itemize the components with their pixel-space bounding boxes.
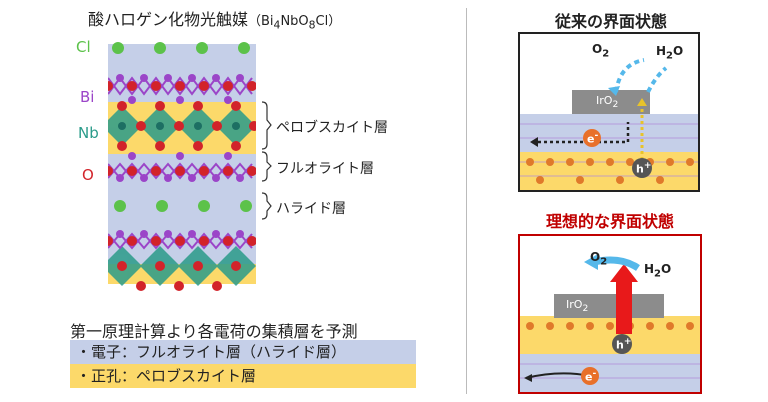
halide-layer-label: ハライド層 bbox=[276, 201, 346, 217]
nb-atoms bbox=[118, 122, 240, 130]
legend-bi: Bi bbox=[80, 88, 95, 106]
fluorite-layer-label: フルオライト層 bbox=[276, 161, 374, 177]
o2-label-conventional: O2 bbox=[592, 42, 610, 60]
electron-conventional bbox=[583, 129, 601, 147]
bi-o-bonds bbox=[108, 76, 253, 250]
bi-atoms bbox=[116, 74, 244, 238]
panel-divider bbox=[466, 8, 467, 394]
conventional-title: 従来の界面状態 bbox=[554, 12, 667, 31]
hole-ideal bbox=[612, 334, 632, 354]
ideal-title: 理想的な界面状態 bbox=[545, 212, 674, 231]
crystal-structure bbox=[108, 42, 256, 306]
electron-ideal bbox=[581, 367, 599, 385]
iro2-cocatalyst-conventional bbox=[572, 90, 650, 114]
hole-conventional bbox=[632, 158, 652, 178]
legend-nb: Nb bbox=[78, 124, 99, 142]
structure-title: 酸ハロゲン化物光触媒（Bi4NbO8Cl） bbox=[88, 10, 342, 32]
o2-label-ideal: O2 bbox=[590, 250, 608, 268]
conventional-panel: O2 H2O IrO2 e- h+ bbox=[518, 32, 700, 192]
layer-brackets bbox=[261, 101, 272, 220]
legend-o: O bbox=[82, 166, 94, 184]
cl-atoms bbox=[112, 42, 252, 212]
hole-label-ideal: h+ bbox=[616, 336, 632, 352]
conventional-scene bbox=[520, 58, 698, 190]
h2o-label-ideal: H2O bbox=[644, 262, 672, 280]
electron-layer-band: ・電子：フルオライト層（ハライド層） bbox=[70, 340, 416, 364]
iro2-cocatalyst-ideal bbox=[554, 294, 664, 318]
ideal-scene bbox=[520, 254, 700, 392]
prediction-heading: 第一原理計算より各電荷の集積層を予測 bbox=[70, 322, 358, 341]
ideal-panel: O2 H2O IrO2 h+ e- bbox=[518, 234, 702, 394]
iro2-label-conventional: IrO2 bbox=[596, 94, 619, 111]
o-atoms bbox=[108, 81, 256, 291]
iro2-label-ideal: IrO2 bbox=[566, 298, 589, 315]
hole-transfer-arrow bbox=[610, 264, 638, 282]
hole-layer-band: ・正孔：ペロブスカイト層 bbox=[70, 364, 416, 388]
electron-label-conventional: e- bbox=[587, 130, 599, 146]
perovskite-layer-label: ペロブスカイト層 bbox=[276, 120, 388, 136]
electron-label-ideal: e- bbox=[585, 368, 597, 384]
hole-label-conventional: h+ bbox=[636, 160, 652, 176]
legend-cl: Cl bbox=[76, 38, 91, 56]
h2o-label-conventional: H2O bbox=[656, 44, 684, 62]
